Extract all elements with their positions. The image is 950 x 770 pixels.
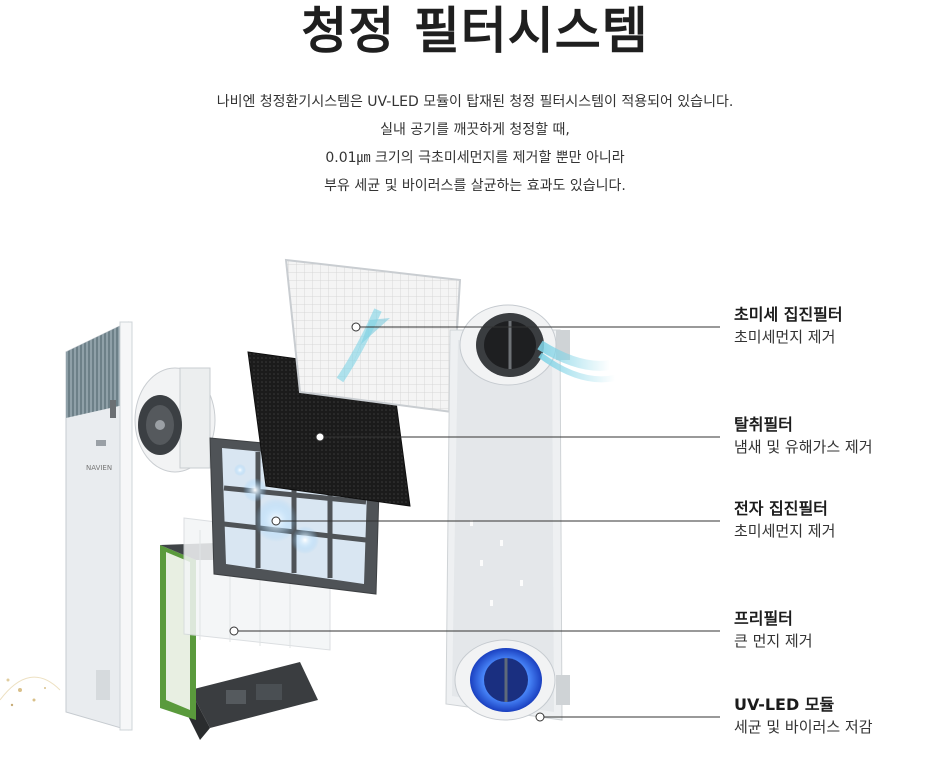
dust-particles bbox=[0, 676, 61, 707]
ventilation-unit-housing: NAVIEN bbox=[65, 321, 133, 731]
callout-electrostatic-filter: 전자 집진필터 초미세먼지 제거 bbox=[734, 498, 835, 542]
callout-hepa-filter: 초미세 집진필터 초미세먼지 제거 bbox=[734, 304, 843, 348]
motor-box bbox=[180, 662, 318, 740]
callout-subtitle: 초미세먼지 제거 bbox=[734, 328, 836, 346]
intro-line: 실내 공기를 깨끗하게 청정할 때, bbox=[380, 122, 570, 138]
callout-subtitle: 세균 및 바이러스 저감 bbox=[734, 718, 873, 736]
intro-text: 나비엔 청정환기시스템은 UV-LED 모듈이 탑재된 청정 필터시스템이 적용… bbox=[0, 88, 950, 200]
callout-title: 초미세 집진필터 bbox=[734, 305, 843, 324]
blower-fan bbox=[134, 367, 216, 473]
callout-subtitle: 초미세먼지 제거 bbox=[734, 522, 836, 540]
callout-deodorizing-filter: 탈취필터 냄새 및 유해가스 제거 bbox=[734, 414, 873, 458]
page-title: 청정 필터시스템 bbox=[301, 2, 649, 60]
uv-led-duct bbox=[454, 639, 556, 721]
callout-title: 전자 집진필터 bbox=[734, 499, 828, 518]
top-duct-outlet bbox=[459, 304, 616, 386]
callout-subtitle: 냄새 및 유해가스 제거 bbox=[734, 438, 873, 456]
hepa-filter bbox=[284, 258, 462, 414]
callout-uv-led-module: UV-LED 모듈 세균 및 바이러스 저감 bbox=[734, 694, 873, 738]
intro-line: 0.01㎛ 크기의 극초미세먼지를 제거할 뿐만 아니라 bbox=[325, 150, 625, 166]
callout-lines bbox=[229, 322, 720, 722]
filter-exploded-illustration: NAVIEN bbox=[0, 258, 720, 740]
callout-title: UV-LED 모듈 bbox=[734, 695, 835, 714]
callout-title: 프리필터 bbox=[734, 609, 793, 628]
intro-line: 나비엔 청정환기시스템은 UV-LED 모듈이 탑재된 청정 필터시스템이 적용… bbox=[216, 94, 734, 110]
callout-subtitle: 큰 먼지 제거 bbox=[734, 632, 813, 650]
callout-pre-filter: 프리필터 큰 먼지 제거 bbox=[734, 608, 813, 652]
filter-housing-cover bbox=[445, 329, 570, 721]
unit-brand-label: NAVIEN bbox=[86, 464, 112, 472]
intro-line: 부유 세균 및 바이러스를 살균하는 효과도 있습니다. bbox=[324, 178, 626, 194]
callout-title: 탈취필터 bbox=[734, 415, 793, 434]
